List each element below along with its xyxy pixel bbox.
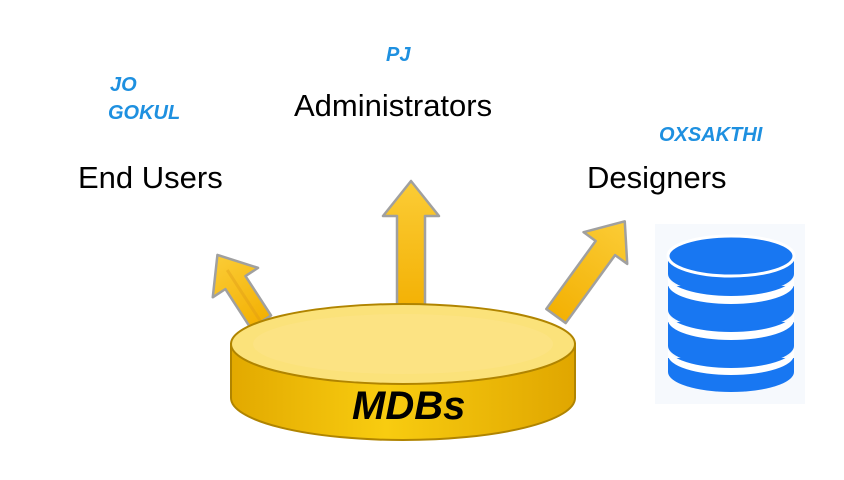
mdbs-disk bbox=[230, 303, 576, 441]
label-administrators: Administrators bbox=[294, 88, 493, 123]
mdbs-label: MDBs bbox=[352, 384, 466, 428]
name-designers: OXSAKTHI bbox=[659, 124, 763, 146]
name-administrators: PJ bbox=[386, 44, 411, 66]
database-icon bbox=[655, 224, 805, 404]
name-end-users-2: GOKUL bbox=[108, 102, 181, 124]
name-end-users-1: JO bbox=[110, 74, 137, 96]
arrow-designers-icon bbox=[545, 220, 629, 325]
label-designers: Designers bbox=[587, 160, 727, 195]
label-end-users: End Users bbox=[78, 160, 223, 195]
arrow-administrators-icon bbox=[381, 179, 441, 310]
